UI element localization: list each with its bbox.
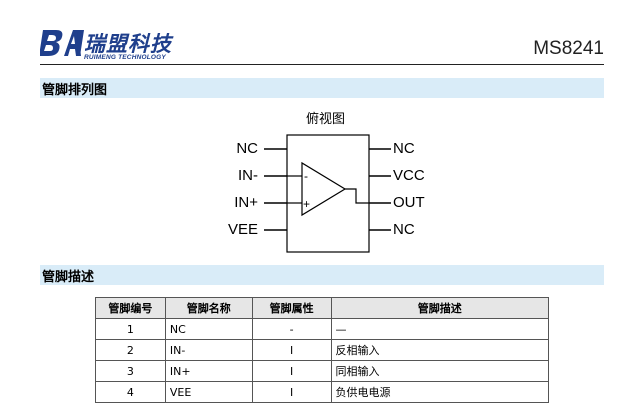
section-title-description: 管脚描述	[42, 270, 95, 285]
cell-pin-number: 3	[95, 360, 166, 382]
table-row: 4 VEE I 负供电电源	[95, 381, 550, 403]
table-row: 1 NC - —	[95, 318, 550, 340]
pin-label-left-4: VEE	[227, 221, 258, 238]
wire-output	[345, 188, 369, 204]
cell-pin-attribute: I	[251, 360, 332, 382]
view-title: 俯视图	[306, 112, 346, 127]
header-rule	[40, 64, 604, 65]
pin-label-left-1: NC	[236, 140, 258, 157]
pin-label-right-5: NC	[393, 221, 415, 238]
cell-pin-name: IN-	[164, 339, 253, 361]
cell-pin-description: 负供电电源	[330, 381, 550, 403]
plus-sign: +	[303, 197, 310, 211]
cell-pin-name: NC	[164, 318, 253, 340]
cell-pin-description: —	[330, 318, 550, 340]
page-header: 瑞盟科技 RUIMENG TECHNOLOGY MS8241	[0, 0, 644, 70]
pin-label-right-8: NC	[393, 140, 415, 157]
header-pin-description: 管脚描述	[330, 297, 550, 319]
chip-body	[286, 134, 370, 253]
cell-pin-number: 2	[95, 339, 166, 361]
pin-description-table: 管脚编号 管脚名称 管脚属性 管脚描述 1 NC - — 2 IN- I 反相输…	[95, 297, 550, 403]
table-row: 2 IN- I 反相输入	[95, 339, 550, 361]
table-header-row: 管脚编号 管脚名称 管脚属性 管脚描述	[95, 297, 550, 319]
pin-label-right-6: OUT	[393, 194, 425, 211]
cell-pin-description: 同相输入	[330, 360, 550, 382]
opamp-triangle	[301, 161, 347, 217]
pin-label-left-3: IN+	[234, 194, 258, 211]
cell-pin-number: 4	[95, 381, 166, 403]
cell-pin-name: IN+	[164, 360, 253, 382]
pin-label-right-7: VCC	[393, 167, 425, 184]
header-pin-number: 管脚编号	[95, 297, 166, 319]
cell-pin-number: 1	[95, 318, 166, 340]
header-pin-attribute: 管脚属性	[251, 297, 332, 319]
section-description: 管脚描述	[40, 265, 604, 285]
minus-sign: -	[304, 169, 308, 183]
company-name-cn: 瑞盟科技	[84, 31, 172, 56]
cell-pin-attribute: I	[251, 381, 332, 403]
header-pin-name: 管脚名称	[164, 297, 253, 319]
part-number: MS8241	[533, 38, 604, 59]
ruimeng-logo-icon	[40, 30, 84, 56]
cell-pin-attribute: I	[251, 339, 332, 361]
section-pinout: 管脚排列图	[40, 78, 604, 98]
cell-pin-attribute: -	[251, 318, 332, 340]
section-title-pinout: 管脚排列图	[42, 83, 108, 98]
company-name-en: RUIMENG TECHNOLOGY	[84, 54, 166, 61]
pin-label-left-2: IN-	[238, 167, 258, 184]
company-logo: 瑞盟科技 RUIMENG TECHNOLOGY	[40, 22, 180, 66]
table-row: 3 IN+ I 同相输入	[95, 360, 550, 382]
cell-pin-name: VEE	[164, 381, 253, 403]
cell-pin-description: 反相输入	[330, 339, 550, 361]
